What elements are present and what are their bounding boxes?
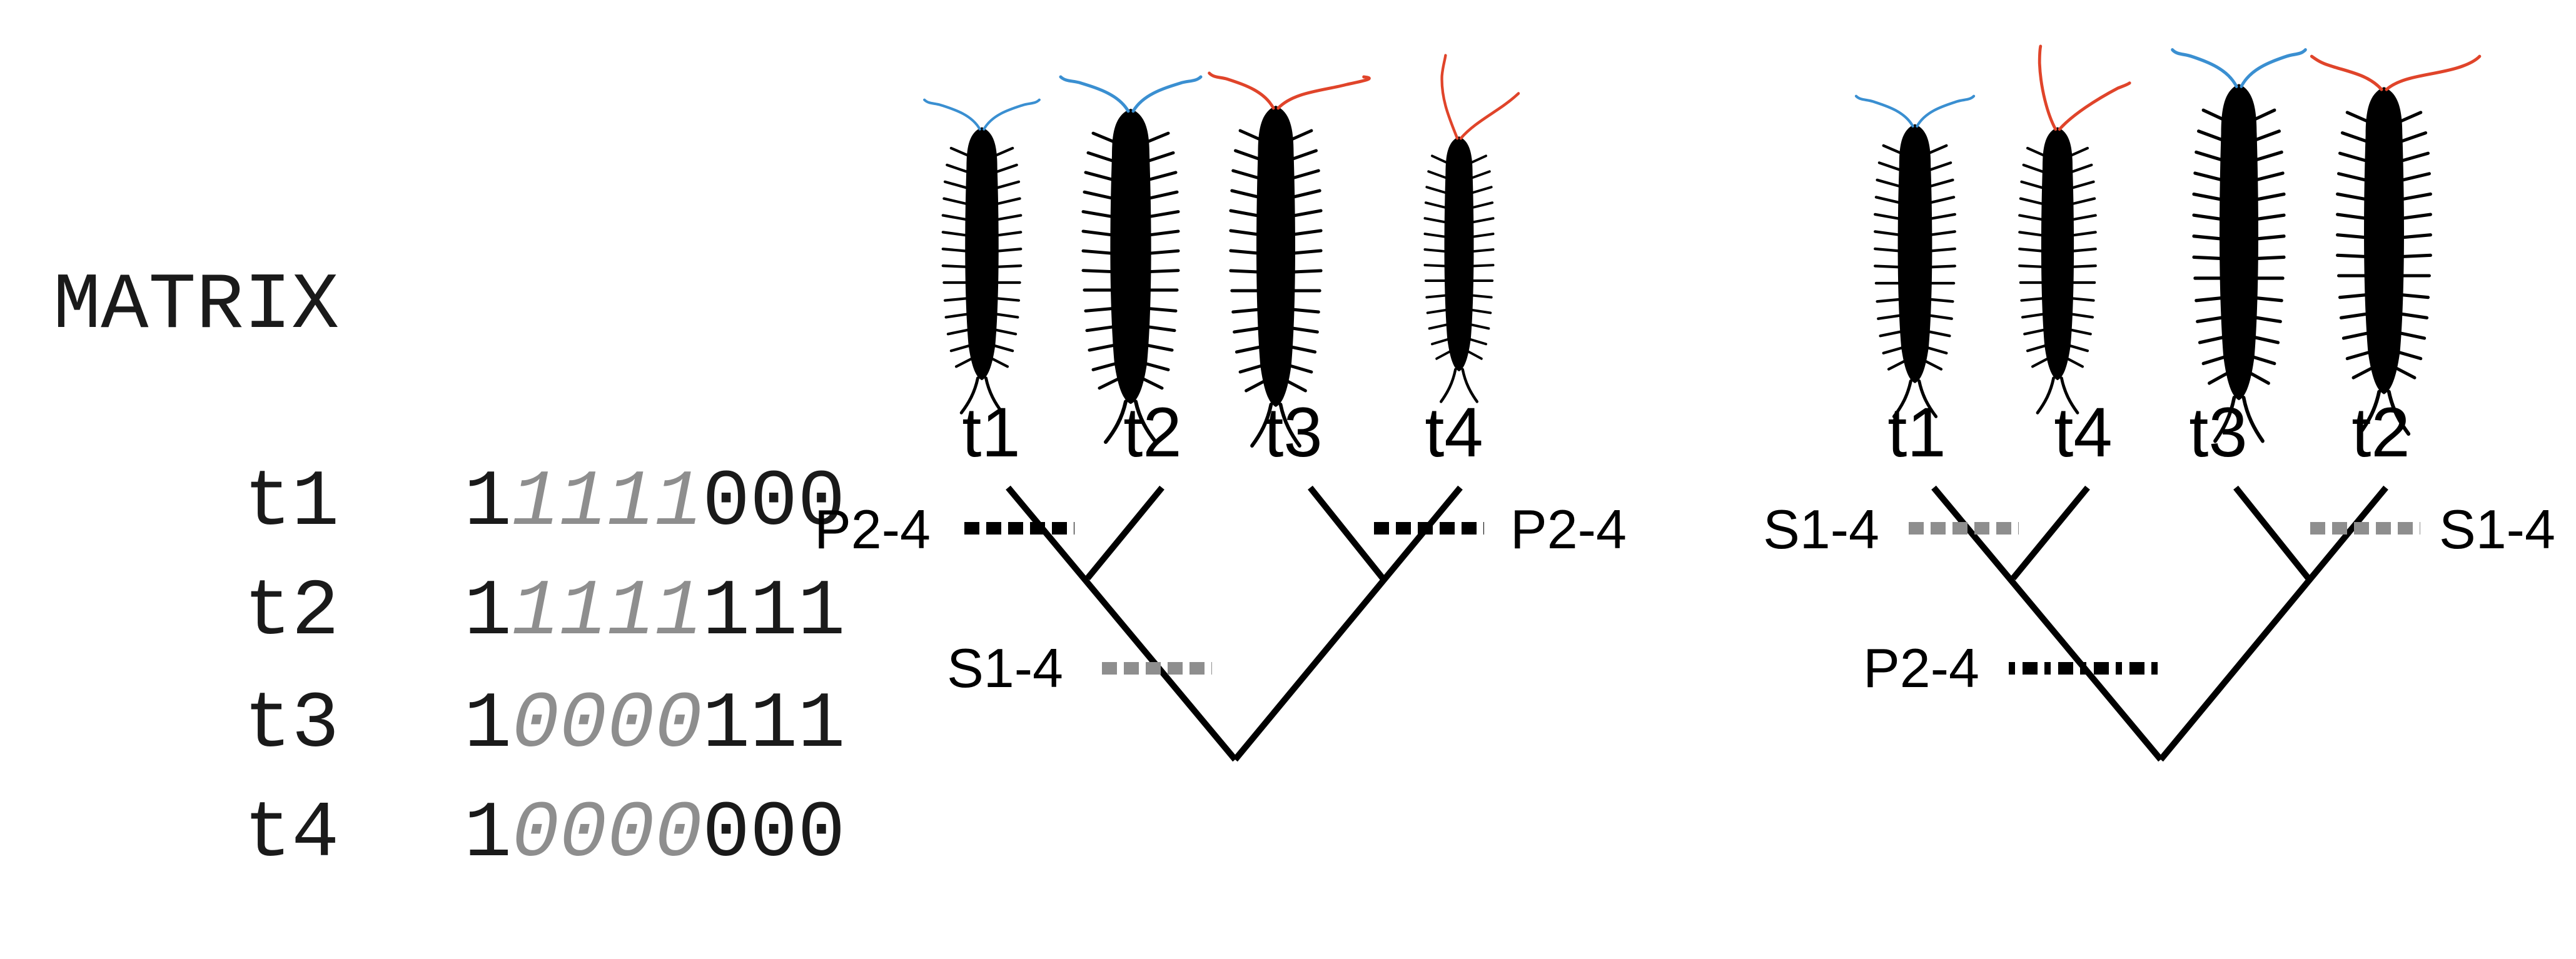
character-label: S1-4 bbox=[947, 637, 1063, 699]
matrix-bits-variable: 0000 bbox=[512, 680, 702, 770]
character-label: P2-4 bbox=[1863, 637, 1979, 699]
matrix-taxon: t3 bbox=[243, 680, 340, 770]
blue-antenna-icon bbox=[1856, 96, 1913, 126]
matrix-bits-variable: 1111 bbox=[512, 568, 702, 658]
matrix-row-t3: t3 10000111 bbox=[53, 606, 846, 845]
red-antenna-icon bbox=[2038, 44, 2058, 131]
matrix-bits-first: 1 bbox=[463, 680, 512, 770]
matrix-bits-last: 000 bbox=[702, 458, 846, 548]
red-antenna-icon bbox=[2310, 54, 2383, 91]
matrix-bits-first: 1 bbox=[463, 458, 512, 548]
tip-label: t1 bbox=[962, 393, 1020, 471]
tree-branches bbox=[1006, 485, 1463, 762]
centipede-image bbox=[1061, 77, 1201, 442]
character-label: S1-4 bbox=[2439, 498, 2555, 560]
matrix-taxon: t2 bbox=[243, 568, 340, 658]
tip-label: t2 bbox=[2351, 393, 2410, 471]
character-label: P2-4 bbox=[814, 498, 931, 560]
centipede-image bbox=[1856, 96, 1974, 417]
tip-label: t4 bbox=[2054, 393, 2112, 471]
matrix-bits-variable: 1111 bbox=[512, 458, 702, 548]
tip-label: t1 bbox=[1887, 393, 1946, 471]
blue-antenna-icon bbox=[924, 100, 980, 129]
centipede-image bbox=[924, 100, 1039, 413]
matrix-bits-first: 1 bbox=[463, 568, 512, 658]
red-antenna-icon bbox=[1210, 73, 1274, 108]
tip-label: t3 bbox=[2189, 393, 2247, 471]
centipede-image bbox=[2310, 54, 2482, 434]
tip-label: t3 bbox=[1264, 393, 1322, 471]
blue-antenna-icon bbox=[2173, 50, 2237, 87]
tree-branches bbox=[1931, 485, 2388, 762]
tree-figure: t1 t2 t3 t4 P2-4 P2-4 S1-4 bbox=[814, 44, 2555, 762]
character-label: P2-4 bbox=[1510, 498, 1627, 560]
tree-right: t1 t4 t3 t2 S1-4 S1-4 P2-4 bbox=[1763, 44, 2555, 762]
centipede-image bbox=[2173, 50, 2306, 441]
matrix-bits-last: 111 bbox=[702, 680, 846, 770]
tip-label: t4 bbox=[1425, 393, 1483, 471]
centipede-image bbox=[1425, 54, 1520, 402]
matrix-taxon: t1 bbox=[243, 458, 340, 548]
blue-antenna-icon bbox=[1061, 77, 1128, 111]
character-label: S1-4 bbox=[1763, 498, 1879, 560]
centipede-image bbox=[2019, 44, 2131, 413]
matrix-title: MATRIX bbox=[53, 261, 340, 351]
centipede-image bbox=[1210, 73, 1371, 446]
tree-left: t1 t2 t3 t4 P2-4 P2-4 S1-4 bbox=[814, 54, 1627, 762]
red-antenna-icon bbox=[1440, 54, 1459, 140]
tip-label: t2 bbox=[1123, 393, 1181, 471]
matrix-bits-last: 111 bbox=[702, 568, 846, 658]
